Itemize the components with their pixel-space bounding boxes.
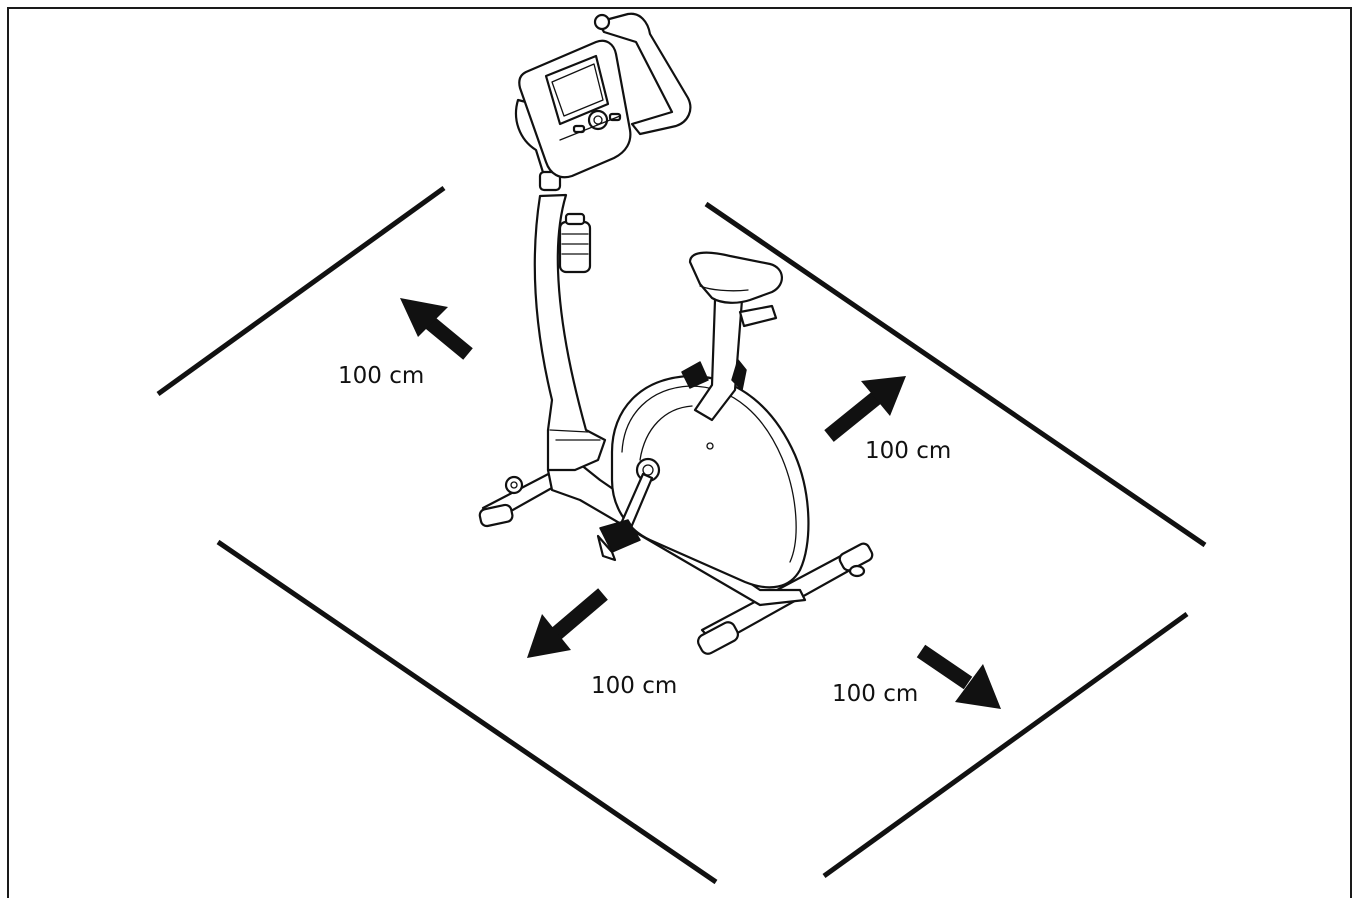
boundary-line-front-left (216, 539, 718, 885)
boundary-line-back-left (156, 185, 446, 397)
arrow-front-left (527, 588, 608, 658)
bike-flywheel-housing (610, 374, 810, 589)
bike-bottle-holder (558, 212, 592, 274)
boundary-line-front-right (822, 611, 1189, 879)
arrow-back-left (400, 298, 473, 360)
boundary-line-back-right (704, 201, 1207, 548)
arrow-front-right (916, 644, 1001, 709)
diagram-frame (7, 7, 1352, 898)
label-back-left: 100 cm (338, 363, 424, 389)
arrow-back-right (824, 376, 906, 442)
bike-console (518, 39, 632, 179)
bike-pedal-crank (596, 361, 709, 562)
bike-mast (533, 193, 607, 472)
label-back-right: 100 cm (865, 438, 951, 464)
exercise-bike (478, 12, 874, 655)
bike-seat (688, 251, 783, 422)
bike-front-stabilizer (478, 468, 568, 528)
label-front-left: 100 cm (591, 673, 677, 699)
label-front-right: 100 cm (832, 681, 918, 707)
